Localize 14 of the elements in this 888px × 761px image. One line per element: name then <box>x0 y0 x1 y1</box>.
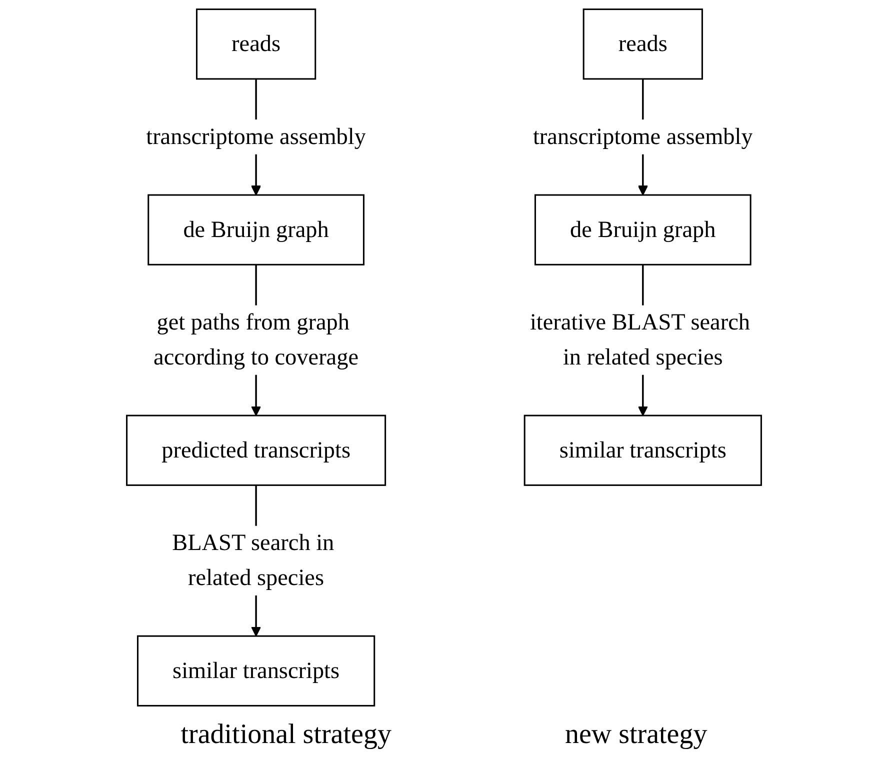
strategy-caption: new strategy <box>564 719 708 751</box>
node-box: similar transcripts <box>524 414 762 486</box>
node-box: de Bruijn graph <box>148 194 364 266</box>
node-box: similar transcripts <box>136 635 376 706</box>
edge-label: transcriptome assembly <box>532 124 753 150</box>
edge-label: transcriptome assembly <box>146 124 366 150</box>
node-box: predicted transcripts <box>126 414 386 486</box>
node-box: de Bruijn graph <box>534 194 752 266</box>
strategy-caption: traditional strategy <box>180 719 392 751</box>
edge-label: get paths from graph according to coverage <box>154 310 359 370</box>
edge-label: iterative BLAST search in related species <box>530 310 750 370</box>
node-box: reads <box>582 8 703 80</box>
node-box: reads <box>196 8 316 80</box>
edge-label: BLAST search in related species <box>172 530 334 591</box>
